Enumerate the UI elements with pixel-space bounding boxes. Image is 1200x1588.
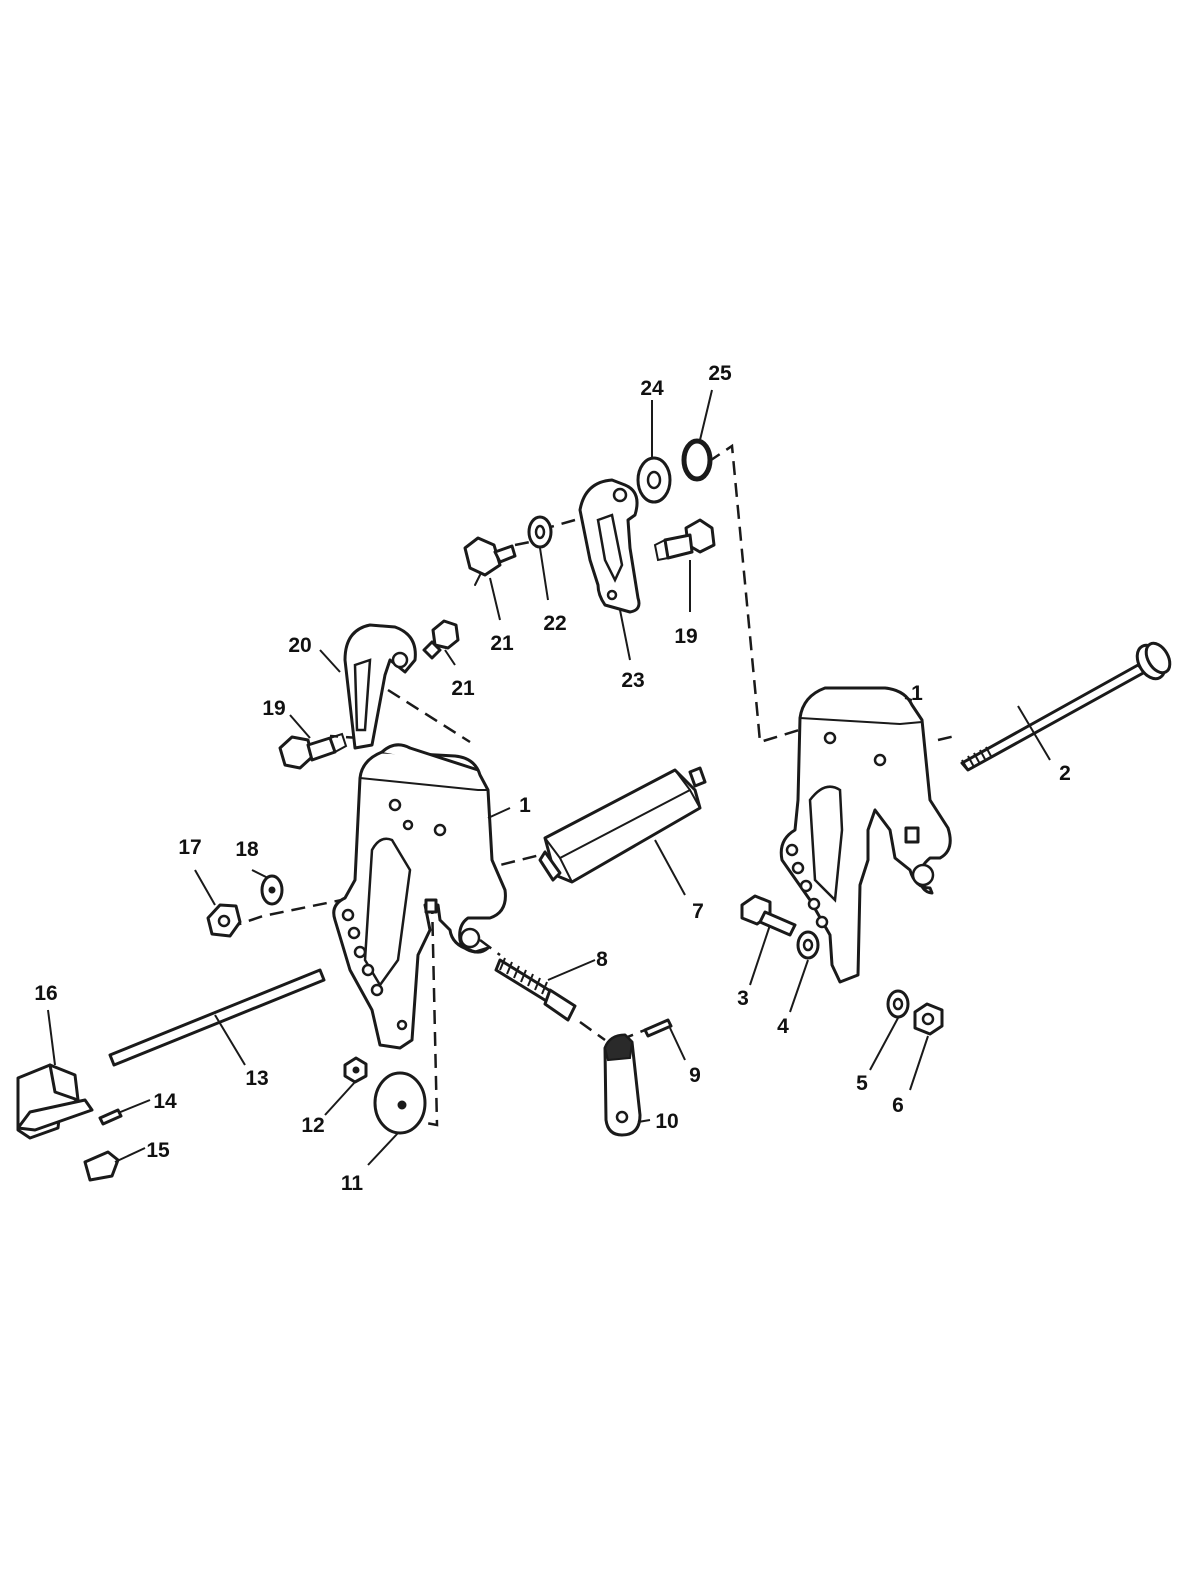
- nut-6: [913, 1002, 944, 1036]
- stern-bracket-right: [779, 686, 952, 984]
- callout-17: 17: [178, 836, 201, 859]
- callout-22: 22: [543, 612, 566, 635]
- callout-25: 25: [708, 362, 732, 385]
- pin-9: [643, 1018, 673, 1038]
- callout-14: 14: [153, 1090, 177, 1113]
- callout-19-left: 19: [262, 697, 285, 720]
- lever-10: [603, 1033, 642, 1137]
- pin-14: [98, 1108, 123, 1126]
- callout-23: 23: [621, 669, 644, 692]
- callout-3: 3: [737, 987, 749, 1010]
- knob-21-lower: [422, 619, 460, 660]
- callout-9: 9: [689, 1064, 701, 1087]
- callout-16: 16: [34, 982, 57, 1005]
- callout-1-left: 1: [519, 794, 531, 817]
- callout-6: 6: [892, 1094, 904, 1117]
- hex-bolt-3: [740, 894, 797, 937]
- callout-12: 12: [301, 1114, 324, 1137]
- retaining-ring-25: [681, 438, 713, 482]
- callout-21-lower: 21: [451, 677, 475, 700]
- knob-21-upper: [463, 536, 517, 586]
- leader-lines: [47, 389, 1051, 1166]
- washer-24: [636, 456, 672, 504]
- callout-7: 7: [692, 900, 704, 923]
- callout-8: 8: [596, 948, 608, 971]
- spring-8: [494, 957, 577, 1022]
- washer-22: [527, 515, 553, 549]
- callout-labels: 1 1 2 3 4 5 6 7 8 9 10 11 12 13 14 15 16…: [34, 362, 1071, 1195]
- tilt-cylinder: [538, 766, 707, 884]
- tilt-plate-20: [343, 623, 417, 750]
- nut-12: [343, 1056, 368, 1084]
- callout-13: 13: [245, 1067, 268, 1090]
- callout-2: 2: [1059, 762, 1071, 785]
- callout-4: 4: [777, 1015, 789, 1038]
- disc-11: [373, 1071, 427, 1135]
- lock-handle-16: [16, 1063, 94, 1140]
- callout-11: 11: [341, 1172, 364, 1195]
- shoulder-bolt-19-left: [278, 732, 348, 770]
- washer-18: [260, 874, 284, 906]
- callout-19-right: 19: [674, 625, 697, 648]
- callout-15: 15: [146, 1139, 170, 1162]
- callout-24: 24: [640, 377, 664, 400]
- long-bolt: [960, 641, 1172, 772]
- callout-5: 5: [856, 1072, 868, 1095]
- callout-1-right: 1: [911, 682, 923, 705]
- callout-10: 10: [655, 1110, 678, 1133]
- tilt-plate-23: [578, 478, 641, 614]
- shoulder-bolt-19-right: [653, 518, 716, 562]
- clip-15: [83, 1150, 120, 1182]
- nut-17: [206, 903, 242, 938]
- callout-21-upper: 21: [490, 632, 514, 655]
- washer-5: [886, 989, 910, 1019]
- callout-18: 18: [235, 838, 259, 861]
- stern-bracket-left: [332, 743, 507, 1050]
- washer-4: [796, 930, 820, 960]
- callout-20: 20: [288, 634, 311, 657]
